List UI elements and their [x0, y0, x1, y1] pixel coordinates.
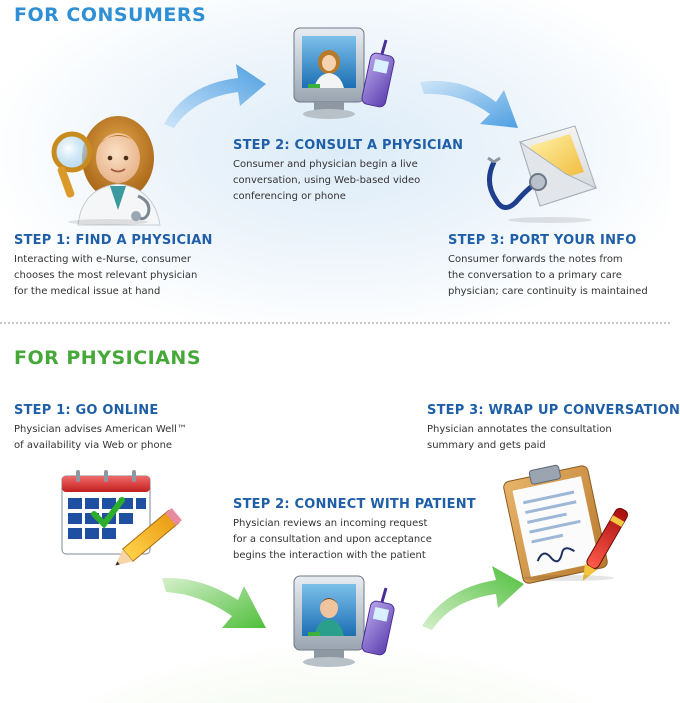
- consumer-step-2: STEP 2: CONSULT A PHYSICIAN Consumer and…: [233, 138, 463, 205]
- doctor-search-icon: [51, 116, 161, 226]
- consumer-step-3-title: STEP 3: PORT YOUR INFO: [448, 233, 637, 248]
- consumer-step-1: STEP 1: FIND A PHYSICIAN Interacting wit…: [14, 233, 213, 300]
- physician-step-3-title: STEP 3: WRAP UP CONVERSATION: [427, 403, 680, 418]
- physicians-heading: FOR PHYSICIANS: [14, 347, 202, 369]
- physician-step-2: STEP 2: CONNECT WITH PATIENT Physician r…: [233, 497, 476, 564]
- video-conference-icon: [293, 27, 395, 119]
- section-divider: [0, 322, 670, 324]
- calendar-pencil-icon: [61, 470, 182, 566]
- physician-step-1: STEP 1: GO ONLINE Physician advises Amer…: [14, 403, 187, 454]
- physician-step-2-desc: Physician reviews an incoming request fo…: [233, 518, 432, 561]
- consumer-step-1-desc: Interacting with e-Nurse, consumer choos…: [14, 254, 198, 297]
- physician-step-1-title: STEP 1: GO ONLINE: [14, 403, 159, 418]
- physician-step-3-desc: Physician annotates the consultation sum…: [427, 424, 612, 451]
- consumer-flow-arrow-2: [420, 80, 518, 128]
- envelope-stethoscope-icon: [487, 125, 598, 223]
- physician-flow-arrow-2: [422, 566, 524, 630]
- consumer-step-2-desc: Consumer and physician begin a live conv…: [233, 159, 421, 202]
- physician-flow-arrow-1: [162, 577, 266, 628]
- consumer-step-3-desc: Consumer forwards the notes from the con…: [448, 254, 648, 297]
- consumers-heading: FOR CONSUMERS: [14, 4, 207, 26]
- physician-step-3: STEP 3: WRAP UP CONVERSATION Physician a…: [427, 403, 680, 454]
- physician-step-2-title: STEP 2: CONNECT WITH PATIENT: [233, 497, 476, 512]
- consumer-step-3: STEP 3: PORT YOUR INFO Consumer forwards…: [448, 233, 648, 300]
- physician-step-1-desc: Physician advises American Well™ of avai…: [14, 424, 187, 451]
- physician-video-conference-icon: [293, 575, 395, 667]
- clipboard-signature-icon: [503, 464, 629, 584]
- consumer-step-1-title: STEP 1: FIND A PHYSICIAN: [14, 233, 213, 248]
- consumer-step-2-title: STEP 2: CONSULT A PHYSICIAN: [233, 138, 464, 153]
- consumer-flow-arrow-1: [164, 64, 266, 128]
